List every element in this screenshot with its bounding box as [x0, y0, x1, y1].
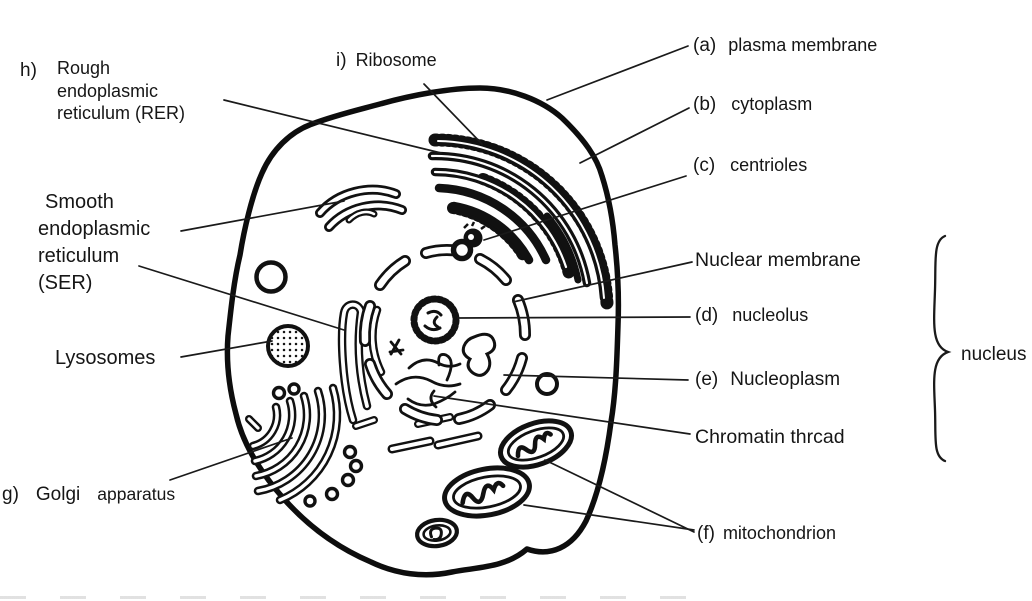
chromatin-threads [388, 332, 497, 409]
nucleolus-label-prefix: (d) [695, 305, 719, 326]
small-vesicle-circle [535, 372, 559, 396]
leader-line-lysosomes [180, 340, 273, 358]
leader-line-centrioles [483, 175, 687, 241]
leader-line-rough-er [223, 99, 442, 154]
leader-line-mitochondrion-2 [523, 504, 695, 531]
golgi-label: g) Golgi apparatus [2, 484, 175, 506]
golgi-vesicles [271, 382, 364, 508]
leader-line-plasma-membrane [546, 45, 689, 101]
nucleus-brace [932, 234, 952, 463]
nucleoplasm-label-prefix: (e) [695, 369, 719, 390]
nucleolus-label-text: nucleolus [732, 305, 809, 325]
nucleolus-drawing [410, 295, 460, 345]
golgi-label-prefix: g) [2, 484, 19, 505]
cytoplasm-label-text: cytoplasm [731, 94, 813, 114]
rough-er-label-prefix: h) [20, 60, 37, 81]
leader-line-nuclear-membrane [512, 261, 693, 303]
leader-line-smooth-er-2 [138, 265, 345, 331]
centrioles-label: (c) centrioles [693, 155, 807, 177]
smooth-er-tubes [315, 184, 407, 232]
ser-tubules [337, 300, 483, 454]
ribosome-label: i) Ribosome [336, 50, 437, 72]
lysosomes-label: Lysosomes [55, 347, 156, 369]
plasma-membrane-label: (a) plasma membrane [693, 35, 877, 57]
leader-line-cytoplasm [579, 107, 690, 164]
mitochondrion-2 [442, 465, 532, 519]
leader-lines [138, 45, 695, 533]
nucleus-group-label: nucleus [961, 344, 1027, 365]
scan-artifact [0, 596, 700, 599]
ribosome-label-text: Ribosome [355, 50, 437, 70]
golgi-label-word1: Golgi [35, 484, 81, 505]
golgi-drawing [245, 382, 364, 508]
chromatin-thread-label: Chromatin thrcad [695, 426, 845, 448]
vesicle-circle [254, 260, 288, 294]
golgi-label-word2: apparatus [97, 484, 176, 504]
plasma-membrane-label-prefix: (a) [693, 35, 717, 56]
leader-line-golgi [169, 437, 293, 481]
nucleolus-label: (d) nucleolus [695, 305, 808, 327]
leader-line-mitochondrion-1 [544, 459, 695, 533]
centrioles-label-prefix: (c) [693, 155, 716, 176]
mitochondrion-label-text: mitochondrion [722, 523, 836, 543]
nuclear-membrane-label: Nuclear membrane [695, 249, 861, 271]
plasma-membrane-label-text: plasma membrane [728, 35, 878, 55]
nucleoplasm-label: (e) Nucleoplasm [695, 369, 840, 391]
rough-er-drawing [427, 133, 614, 311]
leader-line-nucleolus [457, 316, 691, 319]
mitochondrion-3 [415, 517, 459, 549]
smooth-er-label: Smooth endoplasmic reticulum (SER) [38, 191, 151, 294]
rough-er-label: Rough endoplasmic reticulum (RER) [57, 58, 186, 123]
mitochondrion-1 [498, 418, 574, 470]
leader-line-smooth-er-1 [180, 200, 345, 232]
mitochondrion-label: (f) mitochondrion [697, 523, 836, 545]
leader-line-chromatin [433, 395, 691, 435]
lysosome-drawing [266, 324, 310, 368]
mitochondrion-label-prefix: (f) [697, 523, 715, 544]
ribosome-label-prefix: i) [336, 50, 347, 71]
leader-line-ribosome [423, 83, 483, 145]
cytoplasm-label-prefix: (b) [693, 94, 717, 115]
nucleoplasm-label-text: Nucleoplasm [730, 369, 841, 390]
leader-line-nucleoplasm [503, 374, 689, 381]
centrioles-drawing [450, 221, 486, 262]
centrioles-label-text: centrioles [730, 155, 808, 175]
cytoplasm-label: (b) cytoplasm [693, 94, 812, 116]
